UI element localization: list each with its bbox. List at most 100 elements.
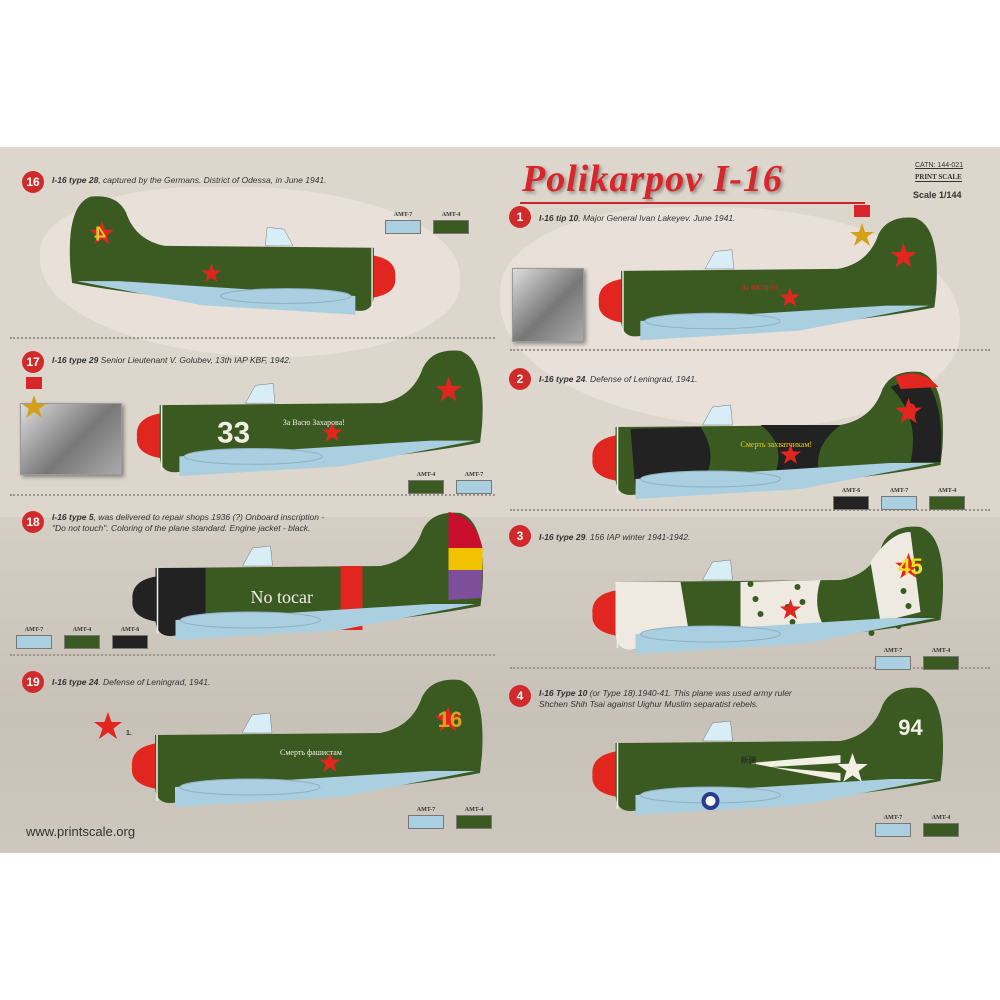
fuselage [159, 350, 483, 473]
swatch-label: AMT-7 [883, 648, 903, 654]
swatch-color [881, 496, 917, 510]
swatch-color [64, 635, 100, 649]
swatch-color [408, 480, 444, 494]
swatch-label: AMT-7 [889, 488, 909, 494]
swatch-label: AMT-7 [24, 627, 44, 633]
underside [640, 305, 930, 341]
color-swatch: AMT-4 [64, 627, 100, 649]
color-swatch: AMT-6 [833, 488, 869, 510]
swatch-label: AMT-7 [393, 212, 413, 218]
tail-number: 4 [94, 223, 106, 245]
aircraft-type: I-16 type 29 [539, 532, 586, 542]
swatch-label: AMT-4 [937, 488, 957, 494]
fuselage-inscription: За ВКП(б)! [742, 283, 779, 292]
swatch-label: AMT-4 [931, 815, 951, 821]
star-insignia [434, 706, 462, 732]
wing [640, 470, 781, 488]
divider [510, 509, 990, 511]
underside [175, 771, 475, 807]
profile-number-badge: 2 [509, 368, 531, 390]
spinner [598, 278, 624, 323]
swatch-label: AMT-7 [464, 472, 484, 478]
divider [10, 337, 495, 339]
canopy [702, 404, 733, 426]
aircraft-type: I-16 type 24 [52, 677, 99, 687]
aircraft-profile: За Васю Захарова!33 [136, 350, 483, 477]
swatch-color [385, 220, 421, 234]
star-insignia [435, 376, 462, 402]
fuselage [155, 512, 484, 636]
star-insignia [779, 287, 800, 307]
color-swatches: AMT-7 AMT-4 AMT-6 [16, 627, 148, 649]
fuselage-inscription: No tocar [251, 587, 313, 607]
divider [510, 349, 990, 351]
profile-caption: I-16 type 29 Senior Lieutenant V. Golube… [52, 355, 291, 366]
wing [179, 778, 321, 796]
color-swatch: AMT-7 [408, 807, 444, 829]
color-swatch: AMT-4 [923, 815, 959, 837]
pilot-photo [512, 268, 584, 342]
caption-text-line2: Shchen Shih Tsai against Uighur Muslim s… [539, 699, 759, 709]
spinner [592, 751, 619, 797]
caption-text: . 156 IAP winter 1941-1942. [585, 532, 691, 542]
fuselage-inscription: За Васю Захарова! [283, 418, 345, 427]
swatch-color [112, 635, 148, 649]
swatch-label: AMT-7 [416, 807, 436, 813]
star-insignia [89, 220, 115, 245]
caption-text: (or Type 18).1940-41. This plane was use… [587, 688, 792, 698]
aircraft-profile: 45 [592, 526, 944, 654]
catalog-number: CATN: 144-021 [915, 162, 964, 169]
spinner [592, 435, 619, 481]
website-link[interactable]: www.printscale.org [26, 824, 136, 839]
fuselage [621, 217, 937, 337]
star-insignia [319, 752, 341, 772]
aircraft-profile: За ВКП(б)! [598, 217, 937, 341]
caption-text: , captured by the Germans. District of O… [98, 175, 327, 185]
profile-number-badge: 16 [22, 171, 44, 193]
swatch-label: AMT-6 [120, 627, 140, 633]
swatch-color [875, 656, 911, 670]
aircraft-type: I-16 type 24 [539, 374, 586, 384]
color-swatch: AMT-7 [875, 815, 911, 837]
wing [644, 312, 781, 330]
spinner [136, 413, 163, 459]
swatch-label: AMT-4 [72, 627, 92, 633]
color-swatch: AMT-7 [456, 472, 492, 494]
tail-number: 94 [898, 715, 923, 740]
swatch-color [456, 815, 492, 829]
divider [10, 654, 495, 656]
color-swatch: AMT-7 [385, 212, 421, 234]
underside [175, 604, 476, 640]
underside [76, 281, 356, 315]
profile-number-badge: 3 [509, 525, 531, 547]
color-swatch: AMT-7 [881, 488, 917, 510]
profile-caption: I-16 Type 10 (or Type 18).1940-41. This … [539, 688, 792, 710]
swatch-color [923, 656, 959, 670]
caption-text-line2: "Do not touch". Coloring of the plane st… [52, 523, 311, 533]
profile-caption: I-16 type 29. 156 IAP winter 1941-1942. [539, 532, 690, 543]
spinner [371, 255, 396, 298]
underside [179, 440, 476, 477]
fuselage [155, 679, 483, 803]
aircraft-type: I-16 type 5 [52, 512, 94, 522]
canopy [242, 545, 273, 567]
star-insignia [780, 599, 801, 619]
profile-number-badge: 17 [22, 351, 44, 373]
spinner [592, 590, 619, 636]
pilot-photo [20, 403, 122, 475]
detail-label: 1. [126, 730, 132, 737]
tail-number: 9 [904, 399, 916, 424]
canopy [245, 383, 276, 404]
hero-medal-icon [850, 205, 874, 246]
color-swatch: AMT-4 [456, 807, 492, 829]
color-swatch: AMT-4 [433, 212, 469, 234]
profile-number-badge: 4 [509, 685, 531, 707]
swatch-color [923, 823, 959, 837]
color-swatches: AMT-6 AMT-7 AMT-4 [833, 488, 965, 510]
profile-caption: I-16 tip 10, Major General Ivan Lakeyev.… [539, 213, 735, 224]
canopy [702, 559, 733, 581]
spinner [132, 576, 159, 622]
color-swatches: AMT-7 AMT-4 [385, 212, 469, 234]
